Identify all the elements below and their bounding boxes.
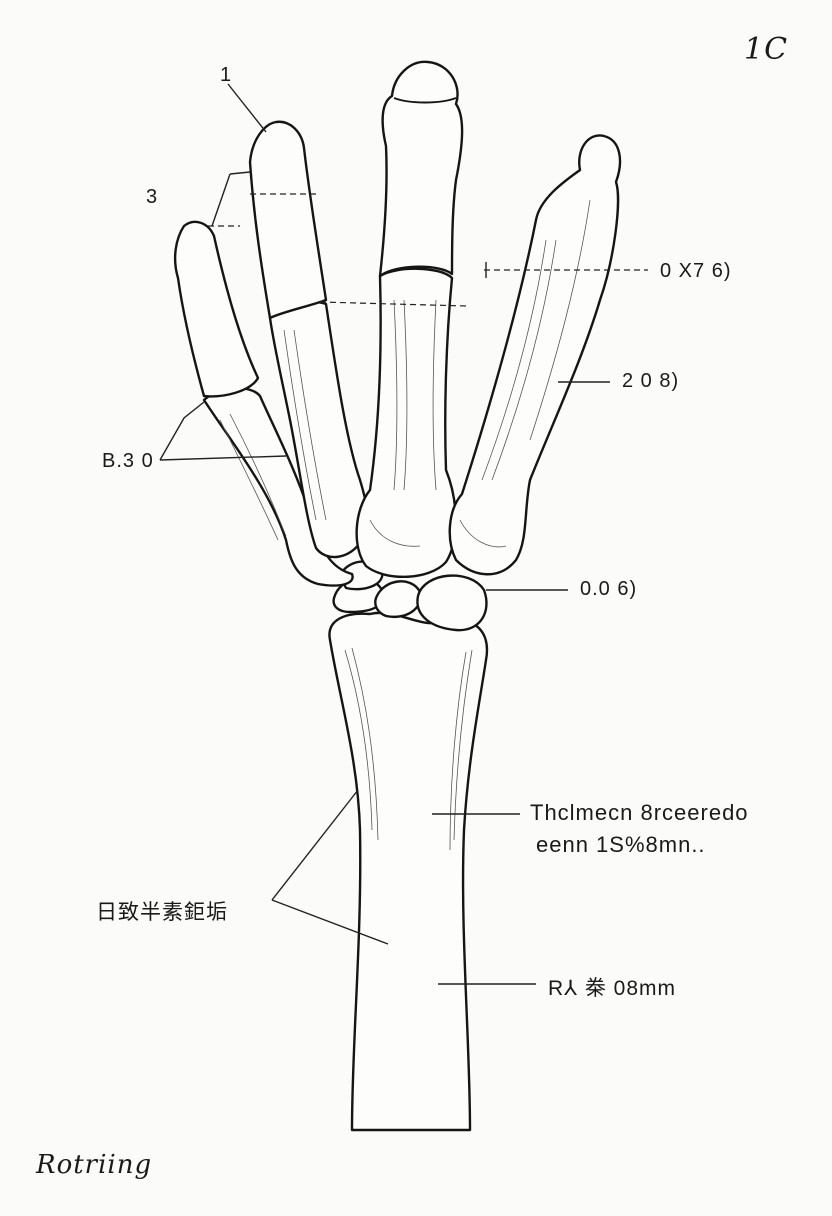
pinky-phalanx-proximal	[173, 220, 260, 398]
shaft-note-line1: Thclmecn 8rceeredo	[530, 800, 749, 825]
cjk-annotation: 日致半素鉅垢	[96, 901, 228, 924]
radius-measure-label: R⅄ 桊 08mm	[548, 977, 677, 1000]
ring-finger-label: 3	[146, 186, 159, 208]
middle-metacarpal	[355, 267, 457, 578]
carpal-bone-3	[416, 574, 488, 632]
middle-measure-label: 0 X7 6)	[660, 260, 732, 282]
pinky-measure-label: B.3 0	[102, 450, 154, 472]
carpal-bone-2	[374, 580, 422, 619]
radius-bone	[328, 611, 489, 1132]
shaft-note-line2: eenn 1S%8mn..	[536, 832, 706, 857]
wrist-measure-label: 0.0 6)	[580, 578, 638, 600]
finger-tip-label: 1	[220, 64, 233, 86]
index-metacarpal	[448, 134, 622, 576]
index-measure-label: 2 0 8)	[622, 370, 680, 392]
middle-phalanx-proximal	[378, 60, 464, 278]
ring-phalanx-middle	[248, 120, 328, 320]
artist-signature: Rotriing	[36, 1150, 153, 1180]
page-number: 1C	[744, 32, 789, 67]
